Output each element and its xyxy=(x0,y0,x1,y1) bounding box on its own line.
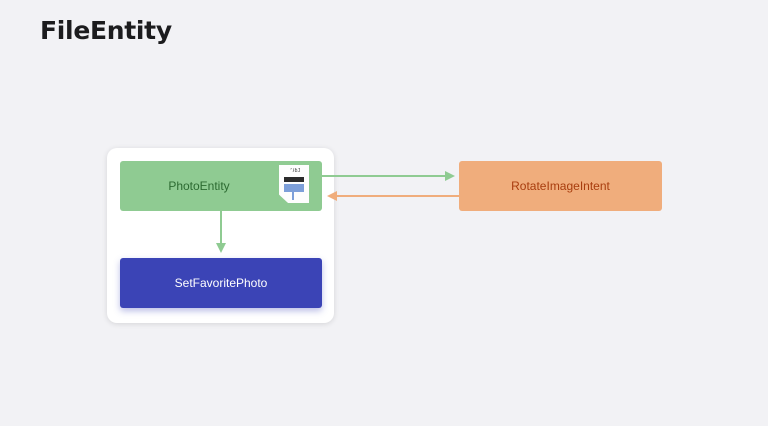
photo-entity-node[interactable]: PhotoEntity ʼɈɓJ xyxy=(120,161,322,211)
arrow-photo-to-favorite xyxy=(216,211,226,253)
set-favorite-photo-node[interactable]: SetFavoritePhoto xyxy=(120,258,322,308)
rotate-image-intent-node[interactable]: RotateImageIntent xyxy=(459,161,662,211)
rotate-image-intent-label: RotateImageIntent xyxy=(511,179,610,193)
diagram-title: FileEntity xyxy=(40,16,172,45)
arrow-photo-to-rotate xyxy=(322,171,455,181)
photo-entity-label: PhotoEntity xyxy=(168,179,230,193)
document-thumbnail-icon: ʼɈɓJ xyxy=(279,165,309,203)
set-favorite-photo-label: SetFavoritePhoto xyxy=(174,276,268,290)
thumbnail-text: ʼɈɓJ xyxy=(289,168,301,174)
arrow-rotate-to-photo xyxy=(327,191,459,201)
